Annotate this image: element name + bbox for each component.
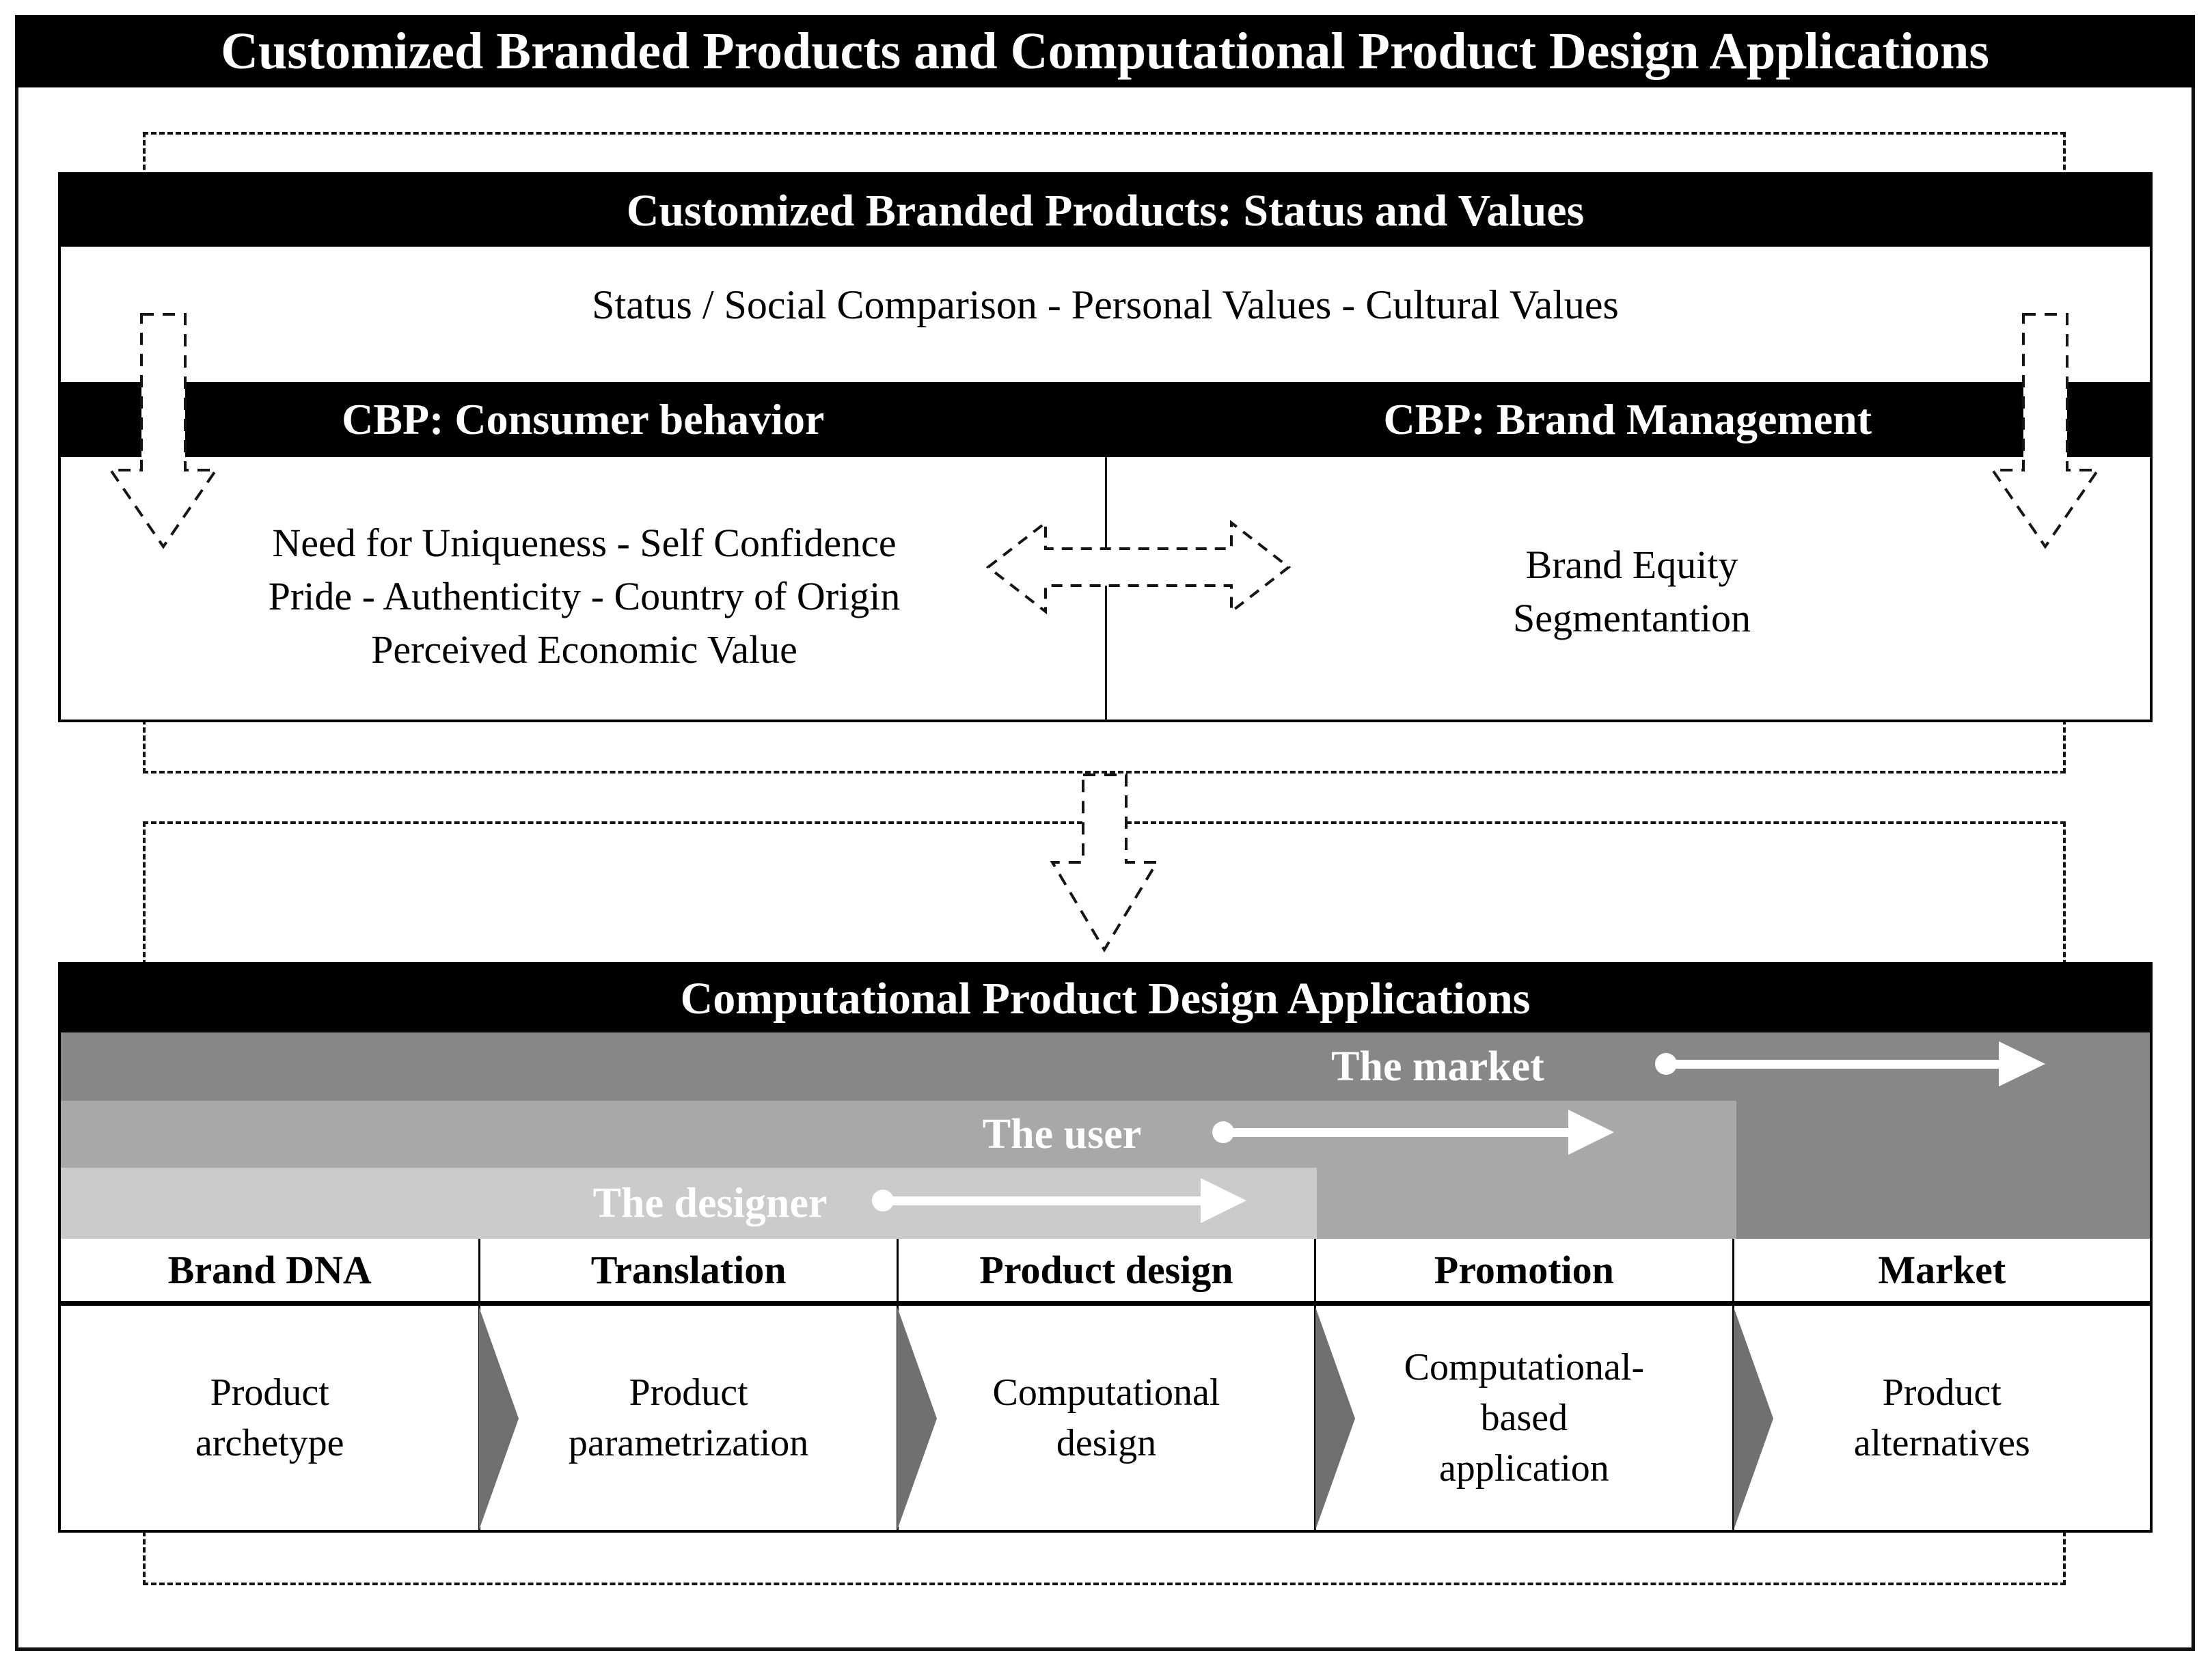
title-bar: Customized Branded Products and Computat… bbox=[15, 15, 2195, 87]
table-body-cell-product-alternatives: Product alternatives bbox=[1732, 1306, 2150, 1530]
brand-factors-text: Brand Equity Segmentantion bbox=[1324, 537, 1939, 646]
cbp-values-text: Status / Social Comparison - Personal Va… bbox=[592, 282, 1619, 327]
process-table: Brand DNA Translation Product design Pro… bbox=[61, 1239, 2150, 1530]
layer-label-market: The market bbox=[1331, 1043, 1544, 1090]
figure-title: Customized Branded Products and Computat… bbox=[221, 22, 1989, 80]
table-header-cell-translation: Translation bbox=[478, 1239, 896, 1301]
table-body-cell-product-parametrization: Product parametrization bbox=[478, 1306, 896, 1530]
table-body-cell-product-archetype: Product archetype bbox=[195, 1371, 344, 1464]
cpda-header-title: Computational Product Design Application… bbox=[680, 973, 1531, 1024]
layer-label-designer: The designer bbox=[592, 1179, 828, 1227]
cbp-header-title: Customized Branded Products: Status and … bbox=[626, 185, 1585, 236]
cbp-brand-label: CBP: Brand Management bbox=[1383, 395, 1872, 443]
cbp-subheader-bar: CBP: Consumer behavior CBP: Brand Manage… bbox=[61, 382, 2150, 457]
layer-label-user: The user bbox=[982, 1110, 1142, 1158]
consumer-factors-text: Need for Uniqueness - Self Confidence Pr… bbox=[174, 515, 994, 679]
cbp-header-bar: Customized Branded Products: Status and … bbox=[61, 175, 2150, 247]
table-header-cell-brand-dna: Brand DNA bbox=[167, 1248, 372, 1292]
table-body-cell-computational-based-application: Computational- based application bbox=[1314, 1306, 1732, 1530]
table-header-cell-product-design: Product design bbox=[896, 1239, 1314, 1301]
consumer-factors-line: Pride - Authenticity - Country of Origin bbox=[268, 574, 901, 618]
table-header-cell-market: Market bbox=[1732, 1239, 2150, 1301]
table-header-cell-promotion: Promotion bbox=[1314, 1239, 1732, 1301]
table-header-row: Brand DNA Translation Product design Pro… bbox=[61, 1239, 2150, 1306]
brand-factors-line: Brand Equity bbox=[1525, 543, 1738, 587]
consumer-factors-line: Perceived Economic Value bbox=[371, 627, 797, 672]
brand-factors-line: Segmentantion bbox=[1513, 596, 1751, 640]
cbp-center-divider bbox=[1105, 457, 1107, 720]
cbp-consumer-label: CBP: Consumer behavior bbox=[342, 395, 825, 443]
table-body-row: Product archetype Product parametrizatio… bbox=[61, 1306, 2150, 1530]
cpda-box: Computational Product Design Application… bbox=[58, 962, 2153, 1533]
stakeholder-layers: The market The user The designer bbox=[61, 1032, 2150, 1239]
cbp-values-row: Status / Social Comparison - Personal Va… bbox=[61, 247, 2150, 363]
table-body-cell-computational-design: Computational design bbox=[896, 1306, 1314, 1530]
cpda-header-bar: Computational Product Design Application… bbox=[61, 965, 2150, 1032]
cbp-box: Customized Branded Products: Status and … bbox=[58, 172, 2153, 722]
consumer-factors-line: Need for Uniqueness - Self Confidence bbox=[272, 521, 897, 565]
